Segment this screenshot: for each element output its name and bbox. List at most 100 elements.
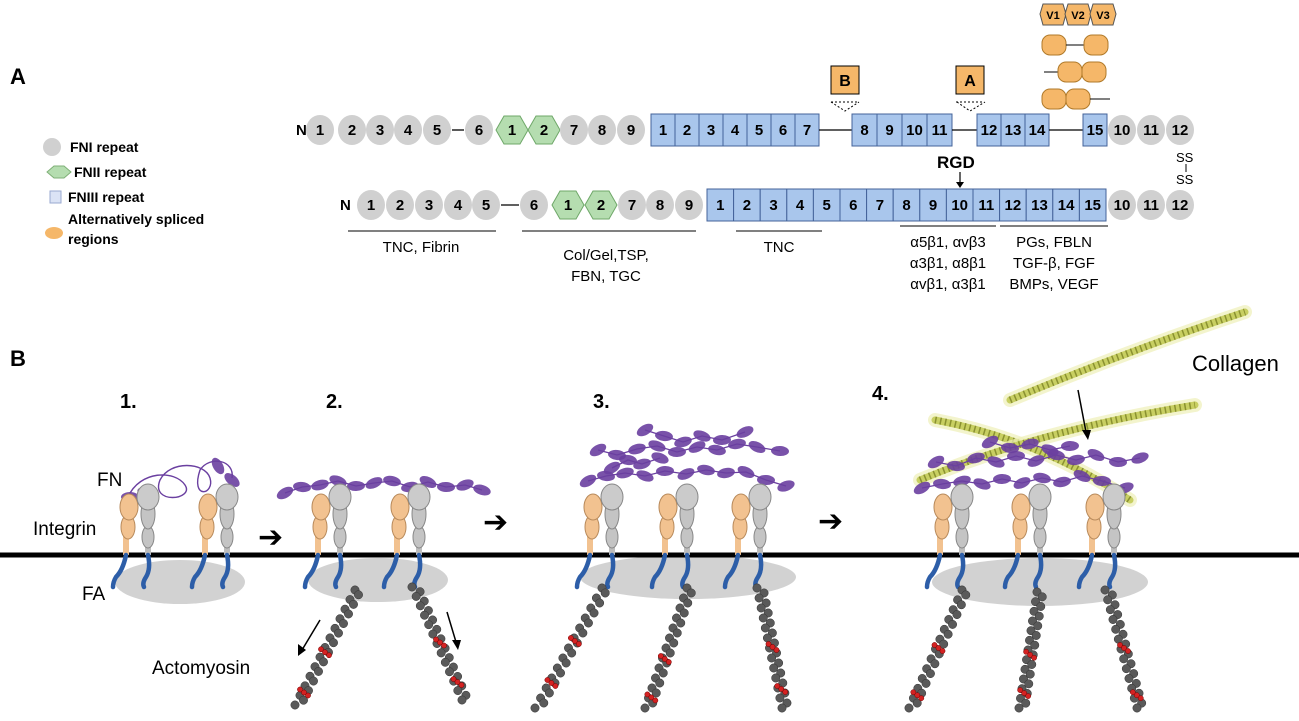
top-fniii-5-label: 5	[755, 122, 763, 139]
actomyosin-layer	[290, 582, 1147, 713]
force-arrow-right	[446, 611, 457, 643]
top-fniii-2-label: 2	[683, 122, 691, 139]
fn-label: FN	[97, 470, 122, 491]
fibronectin-layer	[121, 423, 1149, 502]
legend-fn2-label: FNII repeat	[74, 164, 147, 180]
collagen-label: Collagen	[1192, 351, 1279, 376]
binding-region-growth-line2: TGF-β, FGF	[1013, 255, 1095, 272]
fn-fibril-step4b	[927, 449, 1149, 472]
top-fni-4-label: 4	[404, 122, 413, 139]
actin-filament-2b	[407, 582, 471, 705]
bottom-fni-9: 9	[675, 190, 703, 220]
top-fniii-15-label: 15	[1087, 122, 1104, 139]
top-fni-3-label: 3	[376, 122, 384, 139]
panel-a-label: A	[10, 64, 26, 89]
integrin-3b	[649, 483, 699, 590]
top-fniii-9: 9	[876, 113, 903, 147]
top-fniii-6-label: 6	[779, 122, 787, 139]
bottom-fniii-5: 5	[812, 188, 841, 222]
bottom-fniii-7: 7	[866, 188, 894, 222]
top-fnii-1-label: 1	[508, 122, 516, 139]
binding-region-tnc: TNC	[764, 239, 795, 256]
spliced-region-B-label: B	[839, 73, 851, 90]
top-fni-2: 2	[338, 115, 366, 145]
top-fniii-8-label: 8	[860, 122, 868, 139]
binding-regions: TNC, Fibrin Col/Gel,TSP, FBN, TGC TNC α5…	[348, 225, 1108, 293]
bottom-fniii-9-label: 9	[929, 197, 937, 214]
step-4-label: 4.	[872, 383, 889, 405]
integrin-2a	[302, 483, 352, 590]
top-fni-1-label: 1	[316, 122, 324, 139]
top-fniii-14-label: 14	[1029, 122, 1046, 139]
bottom-fniii-9: 9	[919, 188, 947, 222]
top-fni-8: 8	[588, 115, 616, 145]
top-fni-11: 11	[1137, 115, 1165, 145]
bottom-fniii-13-label: 13	[1031, 197, 1048, 214]
variant-V1-label: V1	[1046, 10, 1059, 22]
bottom-fni-1: 1	[357, 190, 385, 220]
step-3-label: 3.	[593, 391, 610, 413]
legend-spliced-label-line1: Alternatively spliced	[68, 211, 204, 227]
bottom-fni-4-label: 4	[454, 197, 463, 214]
top-fniii-5: 5	[746, 113, 772, 147]
bottom-fni-8: 8	[646, 190, 674, 220]
bottom-fnii-2: 2	[584, 190, 618, 220]
integrin-1a	[110, 483, 160, 590]
top-fnii-2: 2	[527, 115, 561, 145]
binding-region-growth-line1: PGs, FBLN	[1016, 234, 1092, 251]
bottom-fniii-10: 10	[945, 188, 974, 222]
top-fni-6-label: 6	[475, 122, 483, 139]
top-fniii-7: 7	[794, 113, 820, 147]
rgd-arrow-head	[956, 182, 964, 188]
bottom-fni-11-label: 11	[1143, 197, 1159, 214]
top-fniii-11-label: 11	[932, 122, 948, 139]
bottom-fni-4: 4	[444, 190, 472, 220]
bottom-fniii-4-label: 4	[796, 197, 805, 214]
rgd-label: RGD	[937, 153, 975, 172]
top-fniii-9-label: 9	[885, 122, 893, 139]
bottom-fniii-6: 6	[839, 188, 868, 222]
top-fniii-4: 4	[722, 113, 748, 147]
bottom-fnii-2-label: 2	[597, 197, 605, 214]
panel-b-label: B	[10, 346, 26, 371]
legend-circle-icon	[43, 138, 61, 156]
step-2-label: 2.	[326, 391, 343, 413]
integrin-1b	[189, 483, 239, 590]
spliced-region-B: B	[830, 65, 860, 112]
top-fniii-1-label: 1	[659, 122, 667, 139]
bottom-fni-5-label: 5	[482, 197, 490, 214]
step-1-label: 1.	[120, 391, 137, 413]
bottom-fniii-11-label: 11	[978, 197, 994, 214]
top-fniii-2: 2	[674, 113, 700, 147]
bottom-fniii-8-label: 8	[902, 197, 910, 214]
top-fni-12-label: 12	[1172, 122, 1189, 139]
top-fniii-7-label: 7	[803, 122, 811, 139]
variant-V3-label: V3	[1096, 10, 1109, 22]
focal-adhesion-4	[932, 558, 1148, 606]
bottom-fni-3-label: 3	[425, 197, 433, 214]
bottom-fniii-6-label: 6	[849, 197, 857, 214]
focal-adhesion-3	[580, 555, 796, 599]
bottom-fniii-11: 11	[972, 188, 1001, 222]
bottom-fniii-2-label: 2	[743, 197, 751, 214]
legend-fn1-label: FNI repeat	[70, 139, 139, 155]
fn-fibril-step3c	[636, 423, 754, 448]
top-fniii-10: 10	[901, 113, 928, 147]
top-fniii-3: 3	[698, 113, 724, 147]
integrin-2b	[381, 483, 431, 590]
bottom-fniii-14: 14	[1052, 188, 1080, 222]
top-fni-5-label: 5	[433, 122, 441, 139]
bottom-fnii-1-label: 1	[564, 197, 572, 214]
bottom-fni-7-label: 7	[628, 197, 636, 214]
bottom-n-terminus-label: N	[340, 197, 351, 214]
binding-region-integrin-line2: α3β1, α8β1	[910, 255, 986, 272]
top-fni-10: 10	[1108, 115, 1136, 145]
top-fni-3: 3	[366, 115, 394, 145]
actin-filament-3a	[530, 583, 610, 713]
fn-fibril-step4c	[981, 435, 1079, 456]
top-fni-11-label: 11	[1143, 122, 1159, 139]
top-fnii-2-label: 2	[540, 122, 548, 139]
bottom-fniii-12: 12	[999, 188, 1027, 222]
bottom-fni-9-label: 9	[685, 197, 693, 214]
